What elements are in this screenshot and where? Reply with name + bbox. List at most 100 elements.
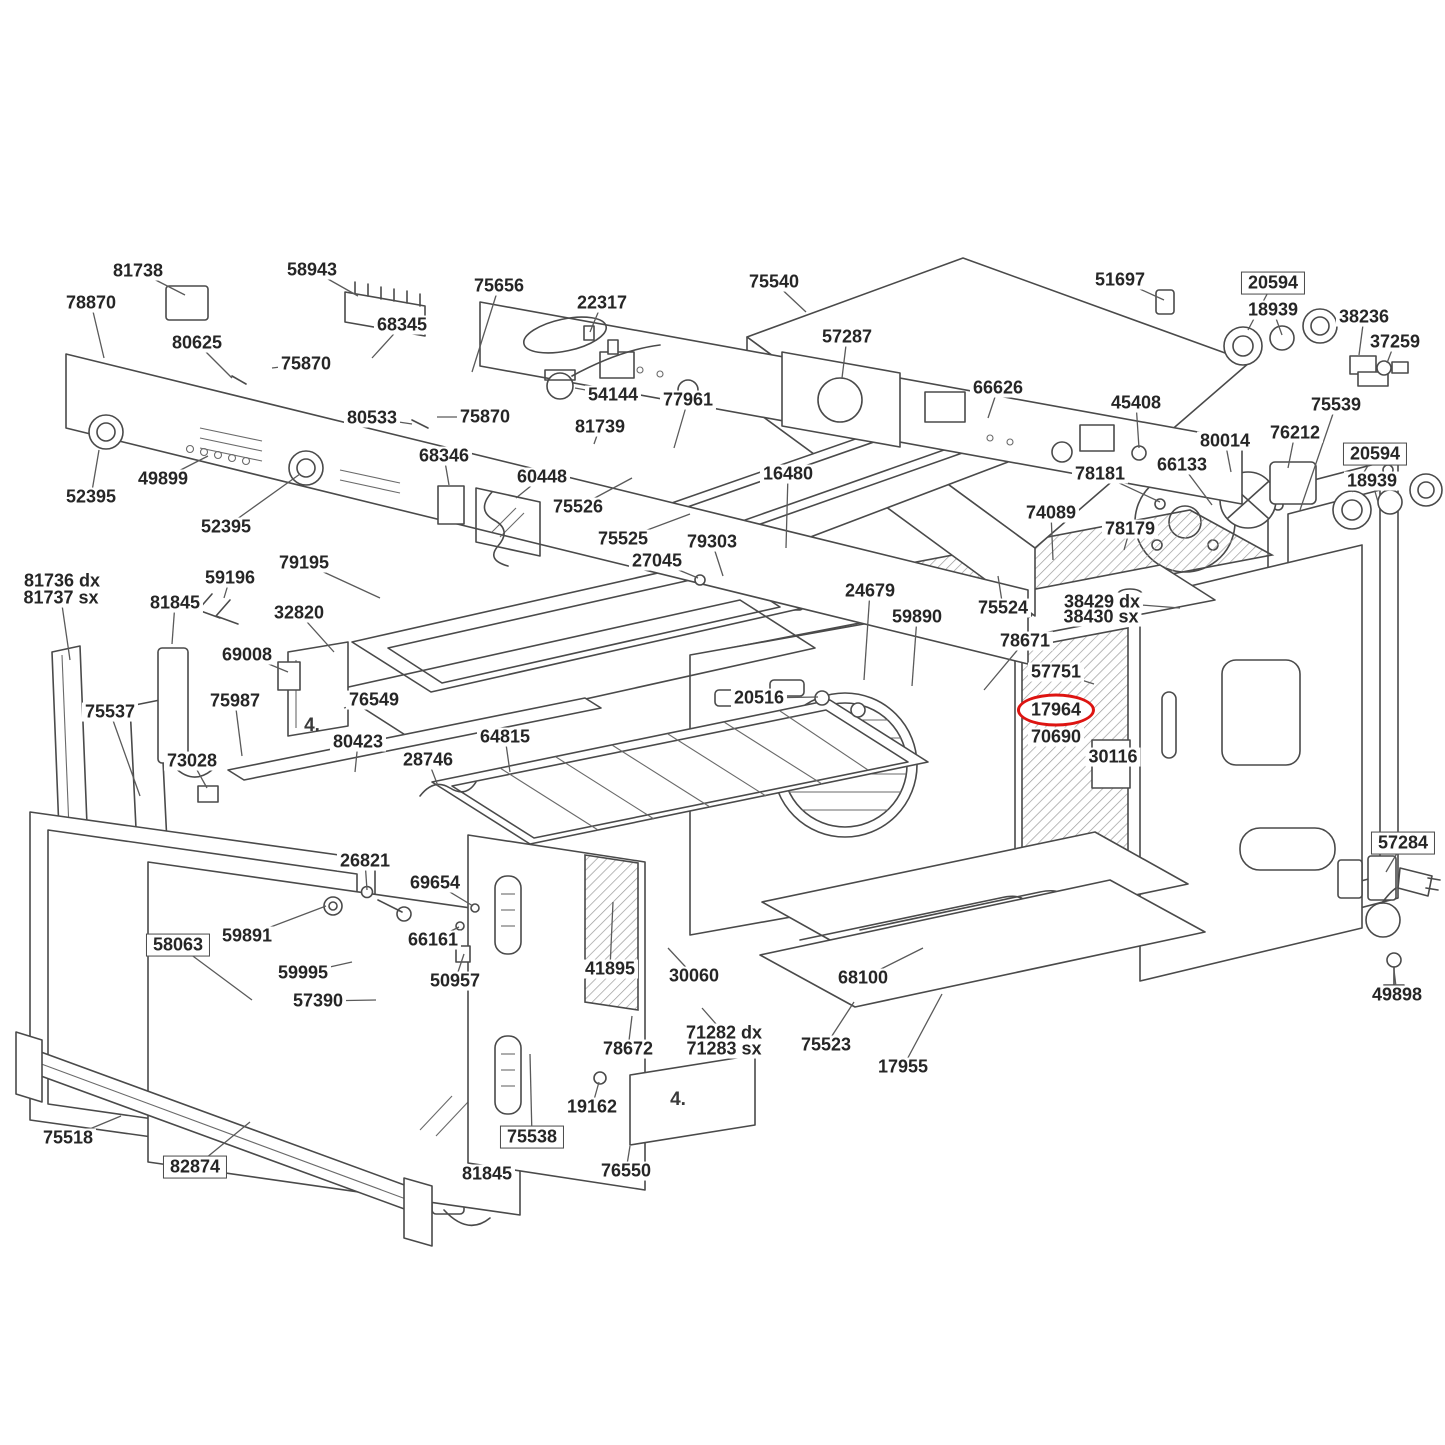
- part-label-75518[interactable]: 75518: [39, 1128, 97, 1148]
- part-label-59196[interactable]: 59196: [201, 568, 259, 588]
- part-label-75656[interactable]: 75656: [470, 276, 528, 296]
- part-label-73028[interactable]: 73028: [163, 751, 221, 771]
- small-fasteners: [166, 286, 1174, 1084]
- part-label-19162[interactable]: 19162: [563, 1097, 621, 1117]
- part-label-78870[interactable]: 78870: [62, 293, 120, 313]
- part-label-49898[interactable]: 49898: [1368, 985, 1426, 1005]
- part-label-78181[interactable]: 78181: [1071, 464, 1129, 484]
- part-label-75523[interactable]: 75523: [797, 1035, 855, 1055]
- part-label-20594[interactable]: 20594: [1342, 442, 1408, 466]
- part-label-22317[interactable]: 22317: [573, 293, 631, 313]
- part-label-75540[interactable]: 75540: [745, 272, 803, 292]
- part-label-20516[interactable]: 20516: [730, 688, 788, 708]
- part-label-18939[interactable]: 18939: [1244, 300, 1302, 320]
- part-label-68345[interactable]: 68345: [373, 315, 431, 335]
- part-label-81738[interactable]: 81738: [109, 261, 167, 281]
- part-label-74089[interactable]: 74089: [1022, 503, 1080, 523]
- part-label-80423[interactable]: 80423: [329, 732, 387, 752]
- part-label-71282-dx[interactable]: 71282 dx: [682, 1023, 766, 1043]
- thermostat: [521, 311, 660, 399]
- bracket-76550: [630, 1055, 755, 1145]
- part-label-82874[interactable]: 82874: [162, 1155, 228, 1179]
- part-label-28746[interactable]: 28746: [399, 750, 457, 770]
- part-label-18939[interactable]: 18939: [1343, 471, 1401, 491]
- part-label-59890[interactable]: 59890: [888, 607, 946, 627]
- part-label-81739[interactable]: 81739: [571, 417, 629, 437]
- power-cord: [1338, 856, 1440, 937]
- back-panel: [1140, 545, 1362, 981]
- part-label-17964[interactable]: 17964: [1016, 693, 1096, 727]
- part-label-49899[interactable]: 49899: [134, 469, 192, 489]
- part-label-52395[interactable]: 52395: [197, 517, 255, 537]
- part-label-69654[interactable]: 69654: [406, 873, 464, 893]
- part-label-78671[interactable]: 78671: [996, 631, 1054, 651]
- bracket-69008: [278, 662, 300, 690]
- part-label-54144[interactable]: 54144: [584, 385, 642, 405]
- wire-rack: [432, 700, 928, 844]
- part-label-81845[interactable]: 81845: [146, 593, 204, 613]
- part-label-79303[interactable]: 79303: [683, 532, 741, 552]
- part-label-57284[interactable]: 57284: [1370, 831, 1436, 855]
- part-label-57287[interactable]: 57287: [818, 327, 876, 347]
- part-label-16480[interactable]: 16480: [759, 464, 817, 484]
- part-label-75870[interactable]: 75870: [277, 354, 335, 374]
- part-label-77961[interactable]: 77961: [659, 390, 717, 410]
- part-label-45408[interactable]: 45408: [1107, 393, 1165, 413]
- part-label-80014[interactable]: 80014: [1196, 431, 1254, 451]
- part-label-32820[interactable]: 32820: [270, 603, 328, 623]
- part-label-75987[interactable]: 75987: [206, 691, 264, 711]
- part-label-76549[interactable]: 76549: [345, 690, 403, 710]
- part-label-30116[interactable]: 30116: [1085, 747, 1141, 767]
- part-label-20594[interactable]: 20594: [1240, 271, 1306, 295]
- part-label-17955[interactable]: 17955: [874, 1057, 932, 1077]
- part-label-76212[interactable]: 76212: [1266, 423, 1324, 443]
- part-label-68100[interactable]: 68100: [834, 968, 892, 988]
- part-label-66161[interactable]: 66161: [404, 930, 462, 950]
- part-label-38236[interactable]: 38236: [1335, 307, 1393, 327]
- part-label-30060[interactable]: 30060: [665, 966, 723, 986]
- part-label-80533[interactable]: 80533: [343, 408, 401, 428]
- part-label-70690[interactable]: 70690: [1027, 727, 1085, 747]
- part-label-75870[interactable]: 75870: [456, 407, 514, 427]
- part-label-81736-dx[interactable]: 81736 dx: [20, 571, 104, 591]
- part-label-66626[interactable]: 66626: [969, 378, 1027, 398]
- part-label-75526[interactable]: 75526: [549, 497, 607, 517]
- part-label-79195[interactable]: 79195: [275, 553, 333, 573]
- part-label-60448[interactable]: 60448: [513, 467, 571, 487]
- part-label-71283-sx[interactable]: 71283 sx: [683, 1039, 765, 1059]
- part-label-75524[interactable]: 75524: [974, 598, 1032, 618]
- part-label-58063[interactable]: 58063: [145, 933, 211, 957]
- part-label-59891[interactable]: 59891: [218, 926, 276, 946]
- part-label-75537[interactable]: 75537: [81, 702, 139, 722]
- part-label-57390[interactable]: 57390: [289, 991, 347, 1011]
- part-label-69008[interactable]: 69008: [218, 645, 276, 665]
- part-label-76550[interactable]: 76550: [597, 1161, 655, 1181]
- part-label-41895[interactable]: 41895: [581, 959, 639, 979]
- part-label-78179[interactable]: 78179: [1101, 519, 1159, 539]
- wiring-harness: [484, 492, 508, 566]
- part-label-81737-sx[interactable]: 81737 sx: [20, 588, 102, 608]
- part-label-78672[interactable]: 78672: [599, 1039, 657, 1059]
- part-label-52395[interactable]: 52395: [62, 487, 120, 507]
- part-label-81845[interactable]: 81845: [458, 1164, 516, 1184]
- part-label-26821[interactable]: 26821: [336, 851, 394, 871]
- part-label-24679[interactable]: 24679: [841, 581, 899, 601]
- connector-68346: [438, 486, 464, 524]
- part-label-64815[interactable]: 64815: [476, 727, 534, 747]
- part-label-75539[interactable]: 75539: [1307, 395, 1365, 415]
- part-label-50957[interactable]: 50957: [426, 971, 484, 991]
- part-label-37259[interactable]: 37259: [1366, 332, 1424, 352]
- part-label-68346[interactable]: 68346: [415, 446, 473, 466]
- part-label-75538[interactable]: 75538: [499, 1125, 565, 1149]
- part-label-75525[interactable]: 75525: [594, 529, 652, 549]
- part-label-27045[interactable]: 27045: [628, 551, 686, 571]
- control-fascia: [66, 354, 1028, 664]
- part-label-59995[interactable]: 59995: [274, 963, 332, 983]
- part-label-66133[interactable]: 66133: [1153, 455, 1211, 475]
- part-label-80625[interactable]: 80625: [168, 333, 226, 353]
- part-label-38430-sx[interactable]: 38430 sx: [1060, 607, 1142, 627]
- part-label-57751[interactable]: 57751: [1027, 662, 1085, 682]
- part-label-38429-dx[interactable]: 38429 dx: [1060, 592, 1144, 612]
- part-label-58943[interactable]: 58943: [283, 260, 341, 280]
- part-label-51697[interactable]: 51697: [1091, 270, 1149, 290]
